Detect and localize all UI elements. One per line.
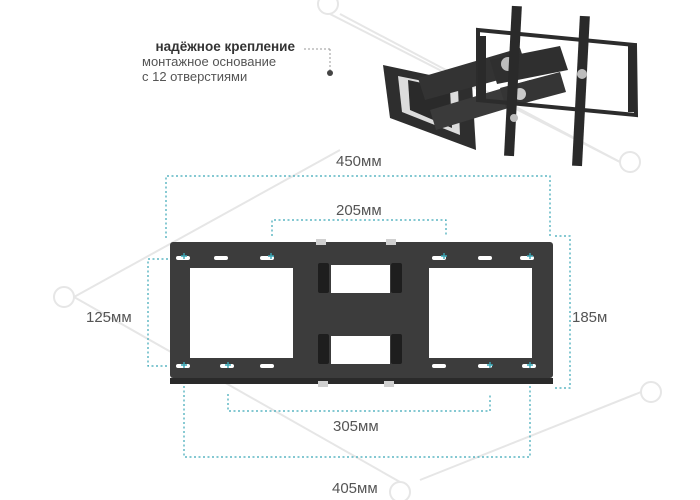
dim-lower-width: 305мм — [333, 418, 379, 435]
caption-connector — [304, 48, 333, 76]
hole-markers — [181, 253, 533, 368]
dim-left-height: 125мм — [86, 309, 132, 326]
dim-bottom-width: 405мм — [332, 480, 378, 497]
dimension-lines — [147, 175, 571, 458]
wall-plate-drawing — [170, 239, 553, 387]
caption-line-1: монтажное основание — [142, 54, 277, 69]
caption-line-2: с 12 отверстиями — [142, 69, 248, 84]
dim-right-height: 185м — [572, 309, 608, 326]
dim-inner-width: 205мм — [336, 202, 382, 219]
caption-title: надёжное крепление — [155, 39, 295, 54]
mounting-slots — [176, 256, 536, 368]
caption-block: надёжное крепление монтажное основание с… — [140, 39, 295, 84]
tv-mount-bracket-photo — [383, 5, 639, 167]
dim-overall-width: 450мм — [336, 153, 382, 170]
